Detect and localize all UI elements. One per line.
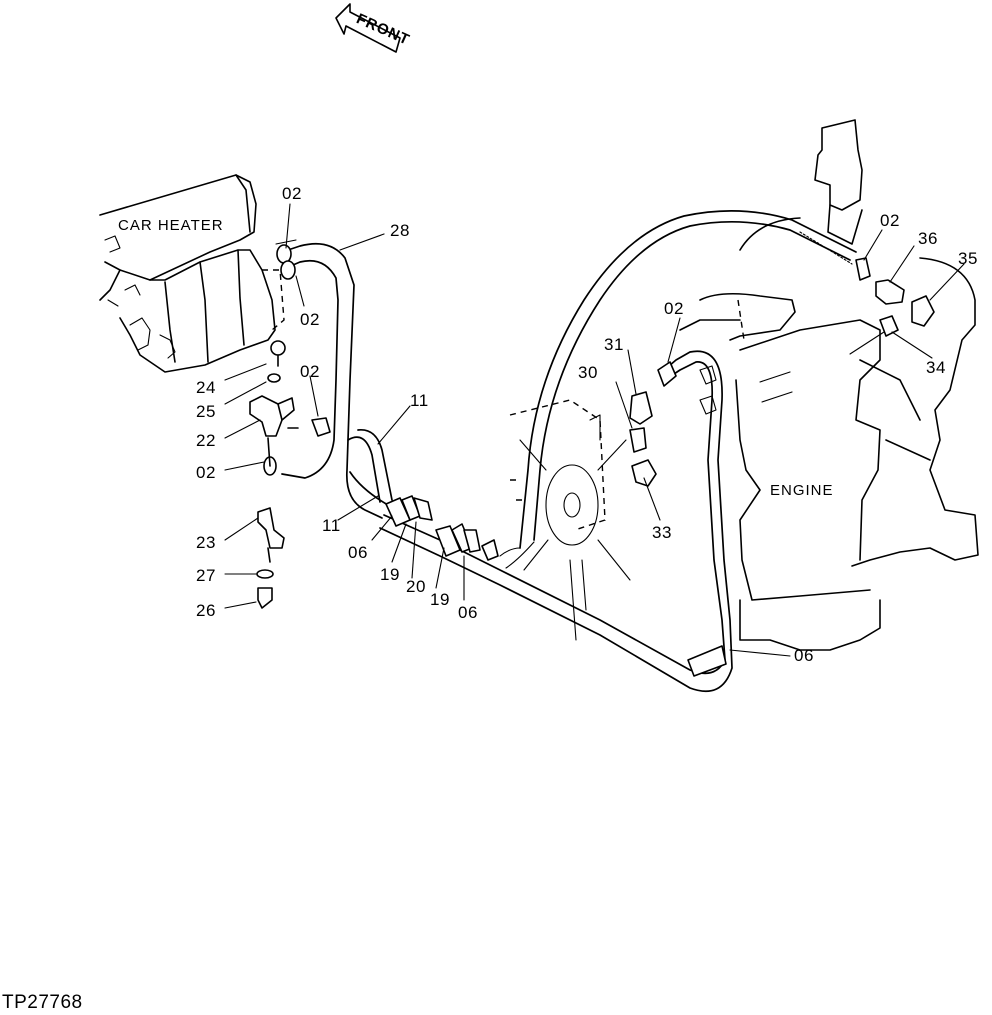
fan-assembly [509,399,631,641]
callout-33: 33 [652,523,672,542]
callout-22: 22 [196,431,216,450]
callout-11: 11 [410,391,429,410]
front-arrow-label: FRONT [354,10,413,49]
callout-36: 36 [918,229,938,248]
callout-34: 34 [926,358,946,377]
car-heater-label: CAR HEATER [118,217,224,234]
callout-25: 25 [196,402,216,421]
callout-02: 02 [196,463,216,482]
engine-label: ENGINE [770,482,834,499]
callout-19: 19 [380,565,400,584]
callout-02: 02 [300,310,320,329]
callout-27: 27 [196,566,216,585]
callout-02: 02 [664,299,684,318]
callout-30: 30 [578,363,598,382]
figure-id: TP27768 [2,992,83,1013]
heater-hoses [263,210,857,693]
callout-06: 06 [794,646,814,665]
callout-28: 28 [390,221,410,240]
callout-06: 06 [458,603,478,622]
leader-lines [224,203,965,657]
car-heater-unit: CAR HEATER [99,174,285,373]
clamp-group [385,495,727,677]
engine-fittings [629,257,935,487]
callout-20: 20 [406,577,426,596]
callout-02: 02 [300,362,320,381]
callout-02: 02 [880,211,900,230]
callout-06: 06 [348,543,368,562]
callout-23: 23 [196,533,216,552]
callout-11: 11 [322,516,341,535]
callout-labels: 02 28 02 24 25 02 22 02 11 11 23 06 19 2… [196,184,978,665]
engine-block: ENGINE [679,119,979,651]
callout-31: 31 [604,335,624,354]
callout-24: 24 [196,378,216,397]
callout-19: 19 [430,590,450,609]
callout-26: 26 [196,601,216,620]
front-arrow: FRONT [335,3,413,53]
bracket-assembly [249,340,331,609]
callout-35: 35 [958,249,978,268]
callout-02: 02 [282,184,302,203]
